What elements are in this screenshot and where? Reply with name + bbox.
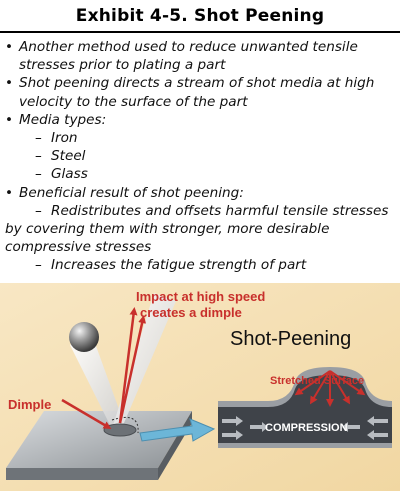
sub-list-item: –Increases the fatigue strength of part	[5, 256, 397, 274]
list-item-text: velocity to the surface of the part	[19, 93, 248, 110]
list-item-text: Another method used to reduce unwanted t…	[19, 39, 358, 55]
shot-peening-label: Shot-Peening	[230, 328, 351, 350]
dash-icon: –	[35, 166, 42, 183]
sub-list-item: –Glass	[5, 165, 397, 183]
dash-icon: –	[35, 257, 42, 274]
dimple-label: Dimple	[8, 397, 51, 412]
bullet-icon: •	[5, 39, 14, 55]
shot-peening-illustration: Impact at high speed creates a dimple Di…	[0, 283, 400, 491]
bullet-icon: •	[5, 184, 14, 201]
dash-icon: –	[35, 148, 42, 165]
sub-list-item: –Iron	[5, 129, 397, 147]
shot-trail	[70, 293, 176, 429]
dimple-swirl-icon	[111, 416, 139, 434]
sub-list-item-text: Steel	[51, 148, 86, 165]
list-item: • Shot peening directs a stream of shot m…	[5, 74, 397, 92]
impact-label-line-2: creates a dimple	[140, 305, 242, 320]
sub-list-item: –Redistributes and offsets harmful tensi…	[5, 202, 397, 220]
dash-icon: –	[35, 130, 42, 147]
sub-list-item-text: Iron	[51, 130, 78, 147]
illustration-svg: Impact at high speed creates a dimple Di…	[0, 283, 400, 491]
impact-label-line-1: Impact at high speed	[136, 289, 265, 304]
list-item: • Beneficial result of shot peening:	[5, 184, 397, 202]
sub-list-item-text: compressive stresses	[5, 239, 152, 256]
bullet-icon: •	[5, 75, 14, 92]
sub-list-item: –Steel	[5, 147, 397, 165]
stretched-surface-arrows	[294, 370, 366, 407]
sub-list-item-text: Increases the fatigue strength of part	[51, 257, 307, 274]
sub-list-item-text: Redistributes and offsets harmful tensil…	[51, 202, 389, 219]
dash-icon: –	[35, 202, 42, 219]
sub-list-item-text: by covering them with stronger, more des…	[5, 221, 330, 238]
compression-arrows	[222, 416, 388, 440]
compression-label: COMPRESSION	[265, 422, 348, 434]
sub-list-item-text: Glass	[51, 166, 88, 183]
sub-list-item-continuation: compressive stresses	[5, 238, 397, 256]
list-item-text: Shot peening directs a stream of shot me…	[19, 75, 375, 92]
bullet-list: • Another method used to reduce unwanted …	[5, 38, 397, 275]
list-item: • Another method used to reduce unwanted …	[5, 38, 397, 56]
shot-ball-icon	[69, 322, 99, 352]
list-item-continuation: velocity to the surface of the part	[5, 93, 397, 111]
list-item: • Media types:	[5, 111, 397, 129]
blue-arrow-icon	[139, 418, 216, 442]
impact-arrows	[61, 307, 147, 430]
list-item-text: stresses prior to plating a part	[19, 57, 226, 74]
stretched-surface-label: Stretched Surface	[270, 375, 364, 387]
page-title: Exhibit 4-5. Shot Peening	[75, 5, 325, 26]
bullet-icon: •	[5, 111, 14, 128]
list-item-continuation: stresses prior to plating a part	[5, 56, 397, 74]
dimple-icon	[103, 423, 137, 437]
sub-list-item-continuation: by covering them with stronger, more des…	[5, 220, 397, 238]
list-item-text: Media types:	[19, 111, 107, 128]
list-item-text: Beneficial result of shot peening:	[19, 184, 244, 201]
title-bar: Exhibit 4-5. Shot Peening	[0, 0, 400, 33]
